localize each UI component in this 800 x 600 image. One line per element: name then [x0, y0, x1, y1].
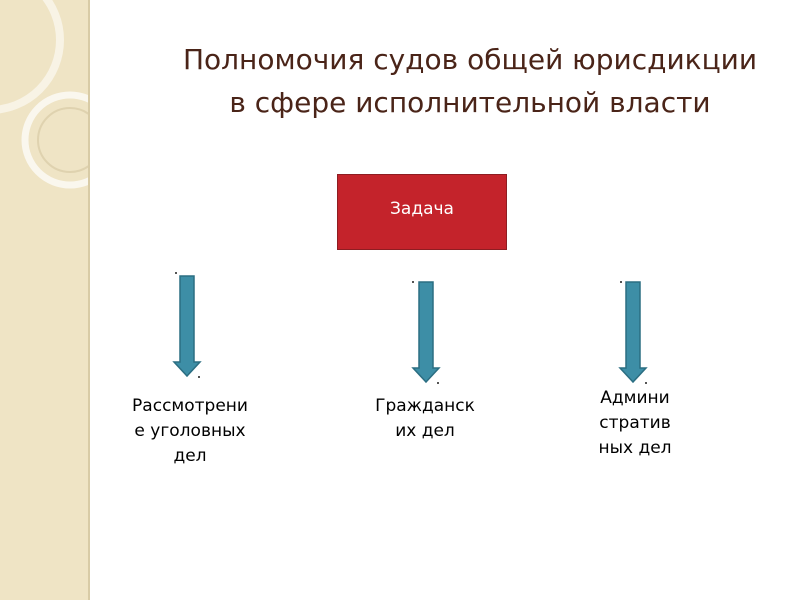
arrow-down-icon [411, 280, 441, 384]
branch-label-administrative: Админи стратив ных дел [565, 386, 705, 461]
branch-line: е уголовных [134, 421, 246, 441]
title-line-2: в сфере исполнительной власти [229, 86, 711, 119]
slide-title: Полномочия судов общей юрисдикции в сфер… [120, 38, 800, 124]
branch-line: Админи [600, 388, 670, 408]
task-box-label: Задача [390, 199, 454, 219]
decorative-rings [0, 0, 88, 189]
marker-dot [620, 281, 622, 283]
branch-label-civil: Гражданск их дел [350, 394, 500, 444]
marker-dot [198, 376, 200, 378]
branch-line: стратив [599, 413, 671, 433]
branch-label-criminal: Рассмотрени е уголовных дел [110, 394, 270, 469]
branch-line: их дел [395, 421, 455, 441]
branch-line: ных дел [598, 438, 672, 458]
title-line-1: Полномочия судов общей юрисдикции [182, 43, 758, 76]
marker-dot [412, 281, 414, 283]
branch-line: Гражданск [375, 396, 475, 416]
arrow-down-icon [172, 274, 202, 378]
marker-dot [437, 382, 439, 384]
decorative-sidebar [0, 0, 90, 600]
marker-dot [175, 272, 177, 274]
branch-line: дел [173, 446, 207, 466]
marker-dot [645, 382, 647, 384]
arrow-down-icon [618, 280, 648, 384]
task-box: Задача [337, 174, 507, 250]
branch-line: Рассмотрени [132, 396, 248, 416]
